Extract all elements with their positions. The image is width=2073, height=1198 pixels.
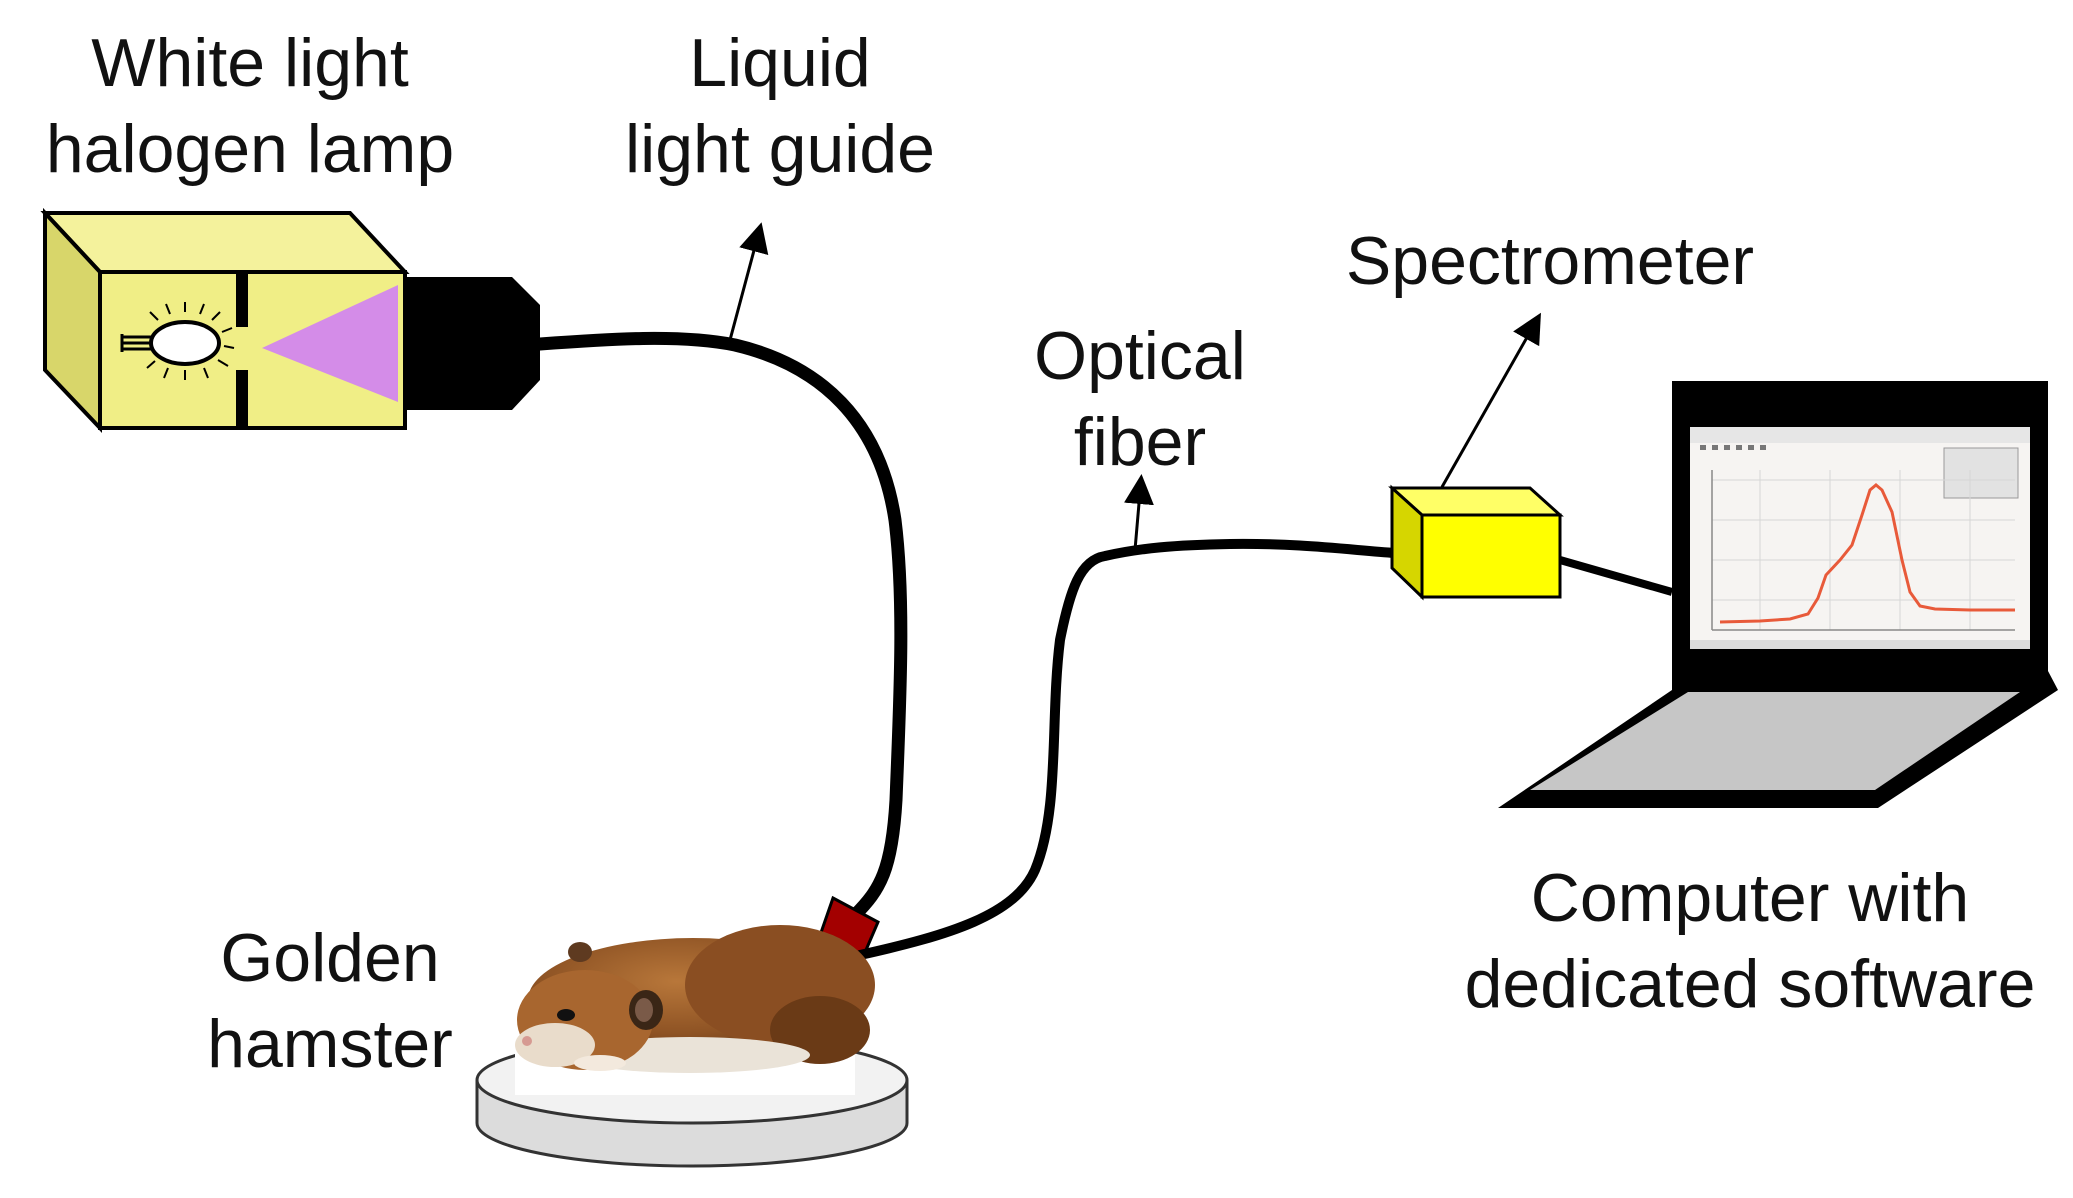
label-computer-line2: dedicated software [1464, 946, 2036, 1022]
spectrometer-box [1388, 484, 1564, 601]
liquid-light-guide-cable [533, 331, 908, 922]
laptop-icon [1498, 381, 2058, 808]
label-computer: Computer with dedicated software [1440, 855, 2060, 1027]
label-hamster-line1: Golden [220, 920, 440, 996]
spectrum-plot-image [1711, 470, 2015, 631]
halogen-lamp [40, 207, 540, 434]
label-light-guide: Liquid light guide [600, 20, 960, 192]
light-cone-shape [262, 285, 398, 402]
label-halogen-lamp-line1: White light [91, 25, 409, 101]
label-halogen-lamp: White light halogen lamp [40, 20, 460, 192]
label-light-guide-line1: Liquid [689, 25, 871, 101]
label-spectrometer: Spectrometer [1320, 218, 1780, 304]
optical-fiber-cable [855, 538, 1400, 960]
hamster-image [475, 925, 909, 1168]
spectrometer-arrow [1440, 312, 1541, 488]
usb-cable [1558, 556, 1674, 596]
lamp-output-port [405, 277, 540, 410]
label-light-guide-line2: light guide [624, 111, 936, 187]
label-optical-fiber-line1: Optical [1034, 318, 1246, 394]
label-hamster: Golden hamster [180, 915, 480, 1087]
light-bulb-icon [120, 302, 235, 380]
label-halogen-lamp-line2: halogen lamp [45, 111, 455, 187]
label-spectrometer-line1: Spectrometer [1345, 223, 1755, 299]
optical-fiber-arrow [1124, 474, 1154, 551]
label-optical-fiber: Optical fiber [1000, 313, 1280, 485]
label-computer-line1: Computer with [1530, 860, 1970, 936]
light-guide-arrow [728, 222, 769, 341]
label-hamster-line2: hamster [207, 1006, 453, 1082]
label-optical-fiber-line2: fiber [1073, 404, 1207, 480]
